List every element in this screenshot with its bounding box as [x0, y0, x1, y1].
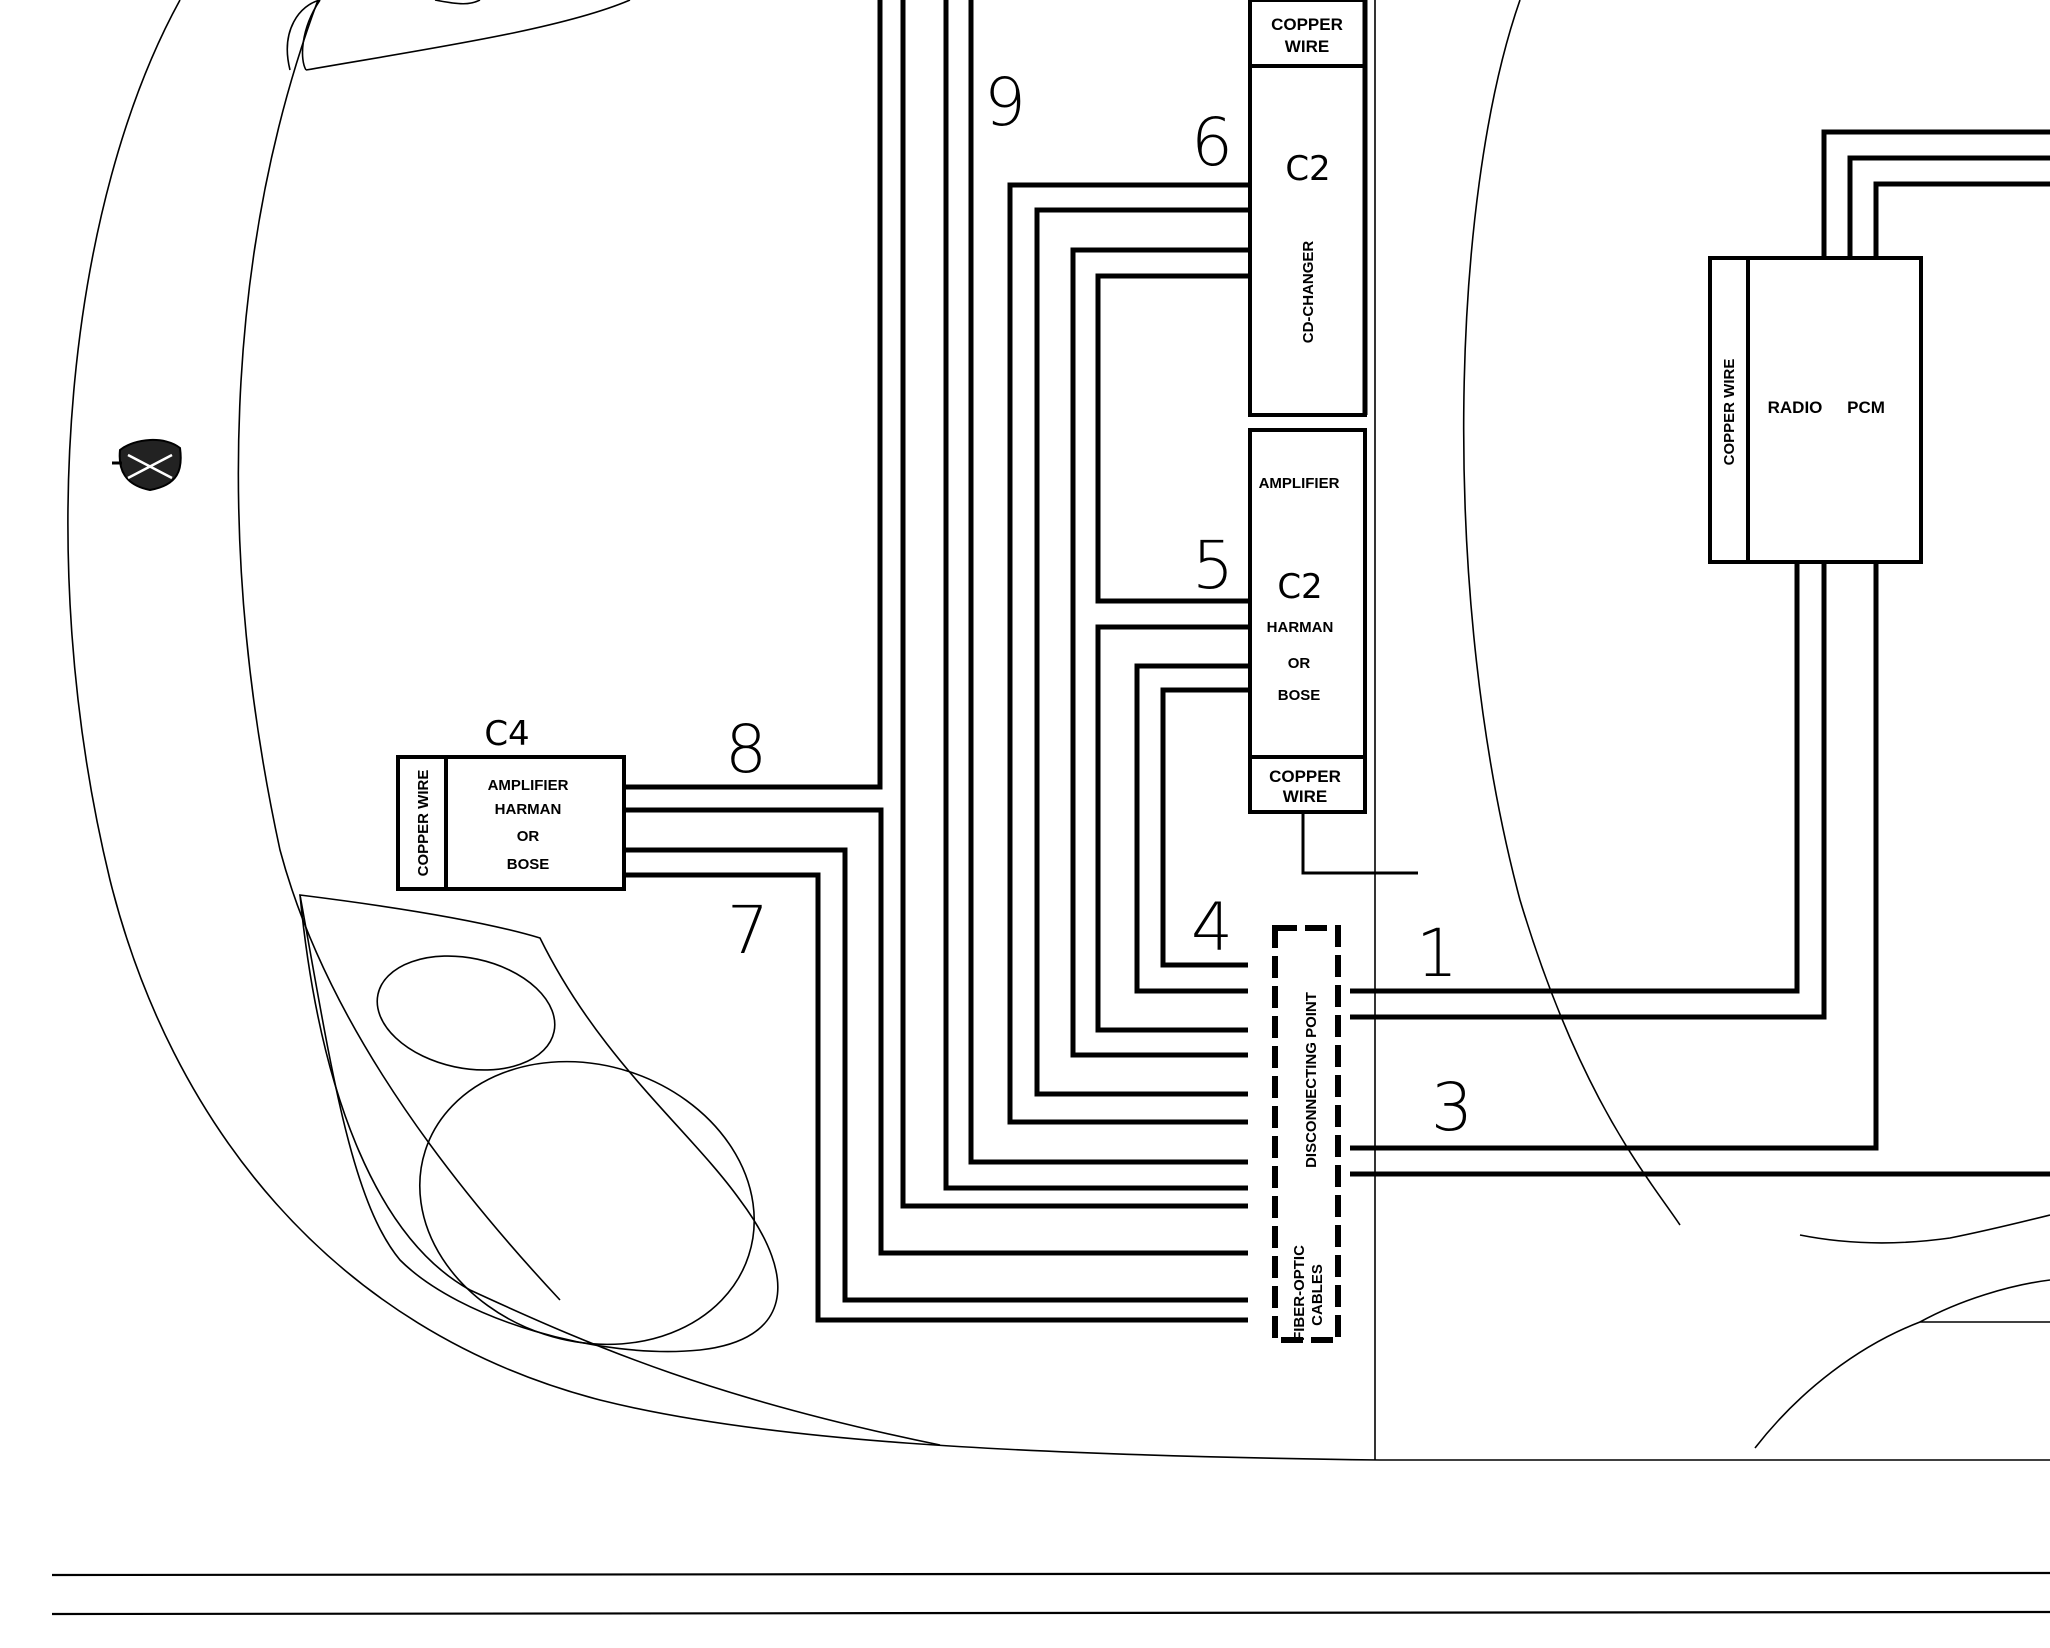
amplifier-right-copper-label-1: COPPER	[1269, 767, 1341, 786]
cd-changer-name: CD-CHANGER	[1300, 241, 1317, 344]
amplifier-right-line2: OR	[1288, 655, 1311, 672]
callout-6: 6	[1191, 104, 1233, 181]
callout-numbers: 1 3 4 5 6 7 8 9	[725, 64, 1473, 1146]
fiber-optic-label-2: CABLES	[1309, 1264, 1326, 1326]
amplifier-left-line1: AMPLIFIER	[488, 777, 569, 794]
cd-changer-copper-label-2: WIRE	[1285, 37, 1329, 56]
callout-4: 4	[1191, 889, 1233, 966]
callout-5: 5	[1192, 527, 1234, 604]
fiber-optic-label-1: FIBER-OPTIC	[1291, 1245, 1308, 1341]
amplifier-right-copper-label-2: WIRE	[1283, 787, 1327, 806]
callout-1: 1	[1416, 915, 1458, 992]
amplifier-left-line4: BOSE	[507, 856, 550, 873]
callout-7: 7	[727, 892, 769, 969]
crest-emblem	[112, 438, 182, 492]
speaker-pod	[299, 894, 941, 1446]
amplifier-left-line2: HARMAN	[495, 801, 562, 818]
vehicle-outline	[51, 0, 2050, 1616]
callout-8: 8	[725, 711, 767, 788]
amplifier-left-connector: C4	[484, 714, 529, 754]
disconnecting-point-label: DISCONNECTING POINT	[1303, 992, 1320, 1168]
amplifier-right-title: AMPLIFIER	[1259, 475, 1340, 492]
cd-changer-module: COPPER WIRE C2 CD-CHANGER	[1248, 0, 1368, 417]
amplifier-left-line3: OR	[517, 828, 540, 845]
amplifier-right-connector: C2	[1277, 567, 1322, 607]
callout-9: 9	[984, 64, 1026, 141]
radio-pcm-module: COPPER WIRE RADIO PCM	[1708, 256, 1923, 564]
radio-side-label: COPPER WIRE	[1721, 359, 1738, 466]
amplifier-right-line3: BOSE	[1278, 687, 1321, 704]
amplifier-left-module: C4 COPPER WIRE AMPLIFIER HARMAN OR BOSE	[396, 714, 626, 891]
cd-changer-copper-label-1: COPPER	[1271, 15, 1343, 34]
radio-label: RADIO	[1768, 398, 1823, 417]
amplifier-right-line1: HARMAN	[1267, 619, 1334, 636]
cd-changer-connector: C2	[1285, 149, 1330, 189]
fiber-optic-cables	[620, 0, 2050, 1323]
pcm-label: PCM	[1847, 398, 1885, 417]
callout-3: 3	[1431, 1069, 1473, 1146]
amplifier-right-module: AMPLIFIER C2 HARMAN OR BOSE COPPER WIRE	[1248, 428, 1367, 814]
amplifier-left-side-label: COPPER WIRE	[415, 770, 432, 877]
disconnecting-point: DISCONNECTING POINT FIBER-OPTIC CABLES	[1272, 925, 1341, 1343]
